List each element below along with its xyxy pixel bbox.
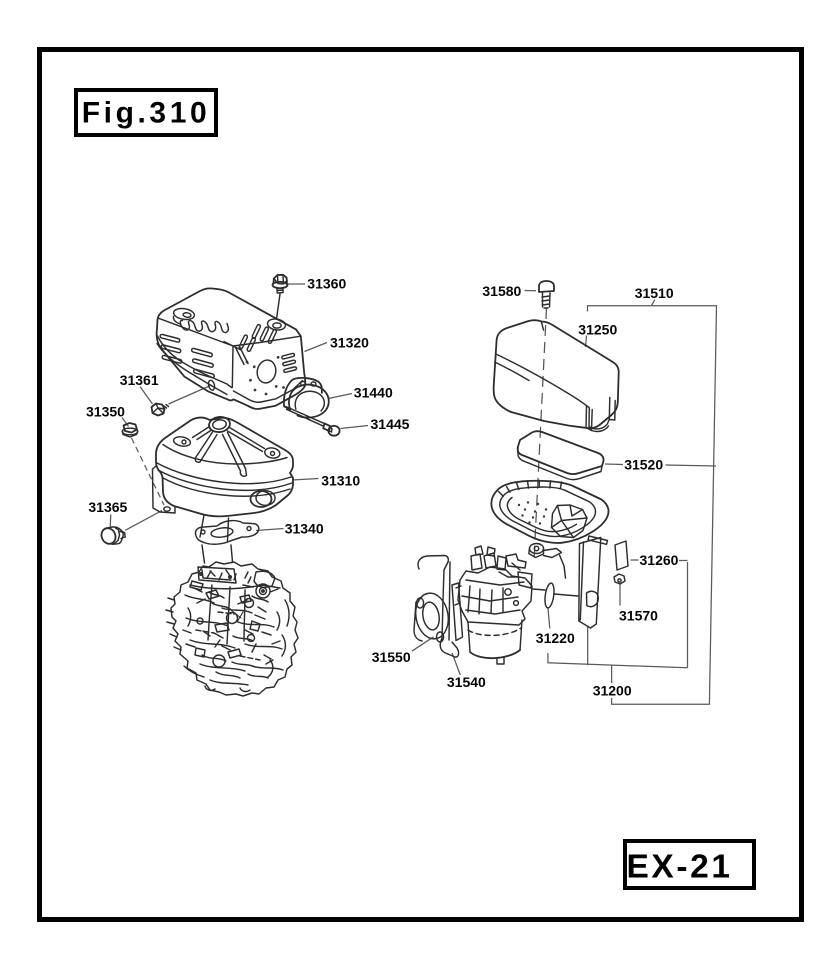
- svg-text:31580: 31580: [482, 283, 521, 299]
- svg-text:31445: 31445: [371, 416, 410, 432]
- svg-text:31320: 31320: [330, 335, 369, 351]
- svg-text:31540: 31540: [447, 674, 486, 690]
- svg-text:31361: 31361: [120, 372, 159, 388]
- svg-text:31220: 31220: [536, 630, 575, 646]
- svg-text:31340: 31340: [285, 521, 324, 537]
- svg-text:31520: 31520: [624, 456, 663, 472]
- svg-text:31200: 31200: [593, 683, 632, 699]
- svg-text:31440: 31440: [354, 384, 393, 400]
- svg-text:31510: 31510: [635, 285, 674, 301]
- svg-text:31360: 31360: [307, 275, 346, 291]
- svg-text:31310: 31310: [321, 472, 360, 488]
- svg-text:31365: 31365: [88, 499, 127, 515]
- svg-text:31260: 31260: [640, 552, 679, 568]
- svg-text:31350: 31350: [86, 404, 125, 420]
- svg-text:31570: 31570: [619, 607, 658, 623]
- svg-text:31550: 31550: [372, 649, 411, 665]
- svg-text:31250: 31250: [578, 322, 617, 338]
